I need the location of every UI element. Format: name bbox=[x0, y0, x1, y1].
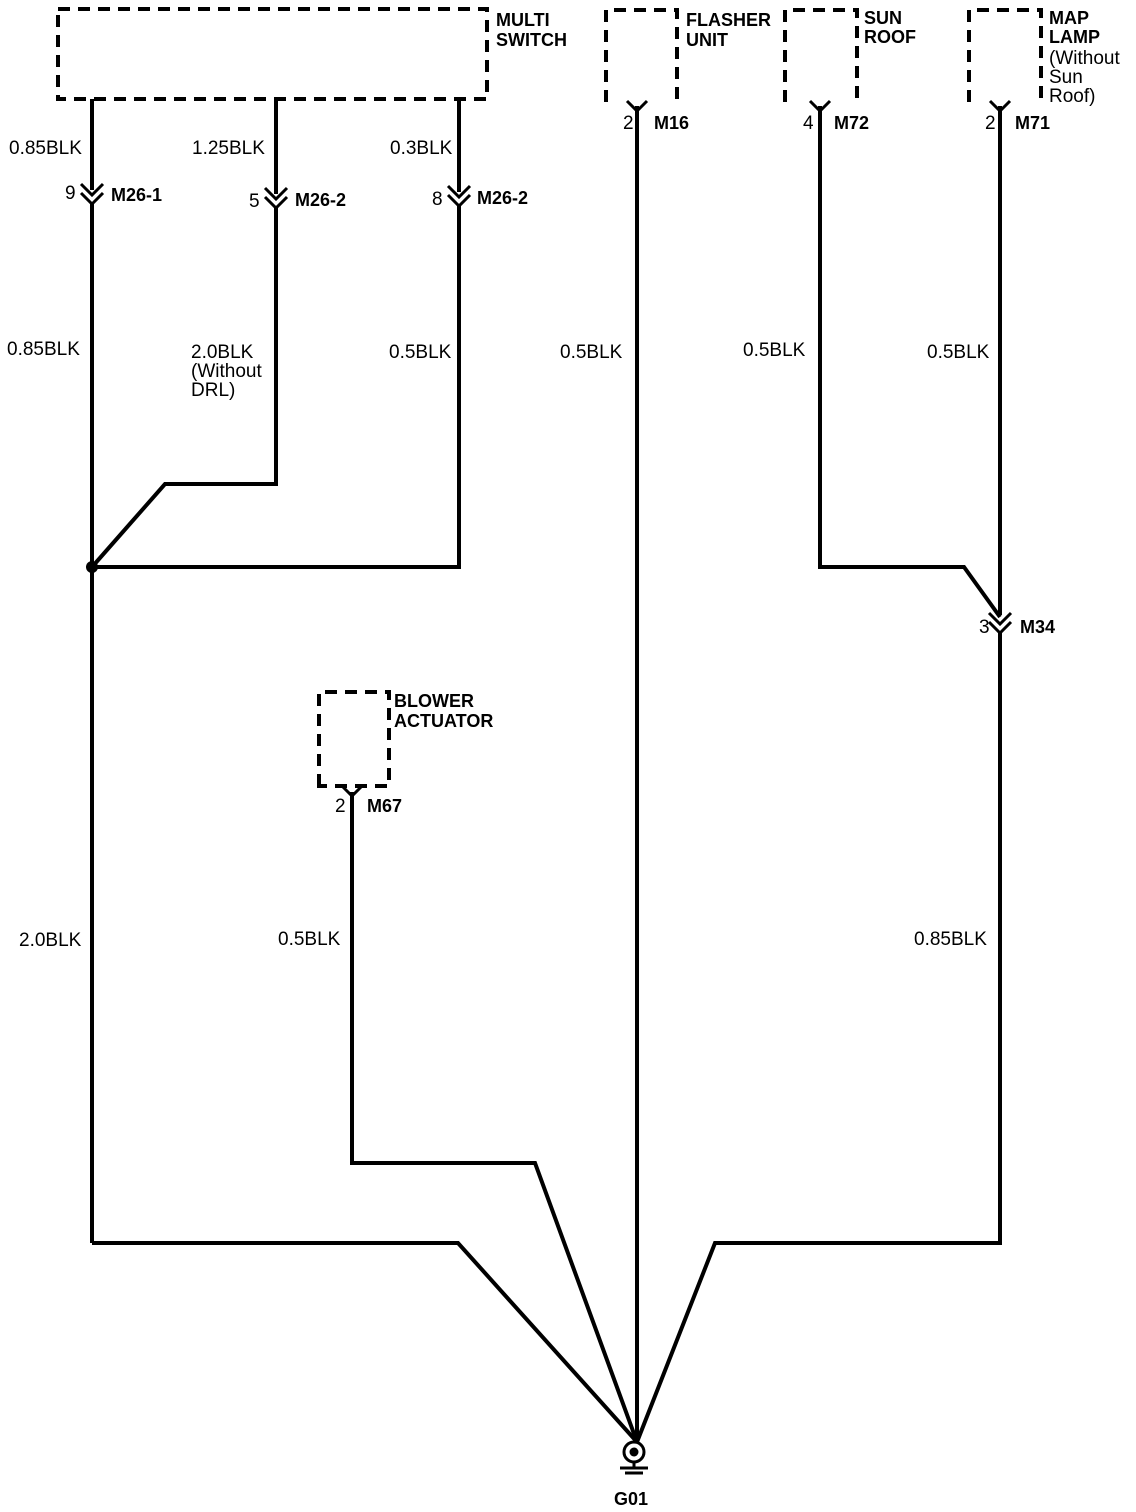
blower-actuator-box bbox=[317, 690, 391, 788]
m16-name: M16 bbox=[654, 113, 689, 133]
m26-2a-name: M26-2 bbox=[295, 190, 346, 210]
flasher-unit-label: FLASHER UNIT bbox=[686, 10, 776, 50]
map-lamp-label: MAP LAMP bbox=[1049, 8, 1100, 47]
sun-roof-label: SUN ROOF bbox=[864, 8, 916, 47]
connector-m26-2b-symbol bbox=[446, 184, 472, 209]
m67-name: M67 bbox=[367, 796, 402, 816]
wire-sunroof bbox=[818, 106, 1002, 619]
wire-label-w3-mid: 0.5BLK bbox=[389, 342, 452, 363]
m16-pin: 2 bbox=[623, 113, 634, 134]
connector-m26-1-symbol bbox=[79, 182, 105, 207]
m72-name: M72 bbox=[834, 113, 869, 133]
wire-label-w2-mid: 2.0BLK (Without DRL) bbox=[191, 342, 267, 401]
m26-1-name: M26-1 bbox=[111, 185, 162, 205]
wire-label-w2-top: 1.25BLK bbox=[192, 138, 265, 159]
m26-1-pin: 9 bbox=[65, 183, 76, 204]
m34-pin: 3 bbox=[979, 617, 990, 638]
m26-2a-pin: 5 bbox=[249, 191, 260, 212]
wire-m26-2b-lower bbox=[92, 206, 461, 569]
connector-m26-2a-symbol bbox=[263, 186, 289, 211]
m34-name: M34 bbox=[1020, 617, 1055, 637]
m72-pin: 4 bbox=[803, 113, 814, 134]
m71-pin: 2 bbox=[985, 113, 996, 134]
ground-label: G01 bbox=[614, 1489, 648, 1509]
wire-main-right bbox=[635, 632, 1002, 1443]
wire-m26-2a-lower bbox=[90, 208, 278, 569]
sun-roof-box bbox=[783, 8, 859, 102]
connector-m67-symbol bbox=[340, 784, 364, 799]
multi-switch-box bbox=[56, 7, 489, 101]
wire-label-maplamp: 0.5BLK bbox=[927, 342, 990, 363]
blower-actuator-label: BLOWER ACTUATOR bbox=[394, 691, 493, 731]
wire-label-main-left: 2.0BLK bbox=[19, 930, 82, 951]
wire-label-w3-top: 0.3BLK bbox=[390, 138, 453, 159]
wire-blower bbox=[350, 792, 639, 1443]
connector-m71-symbol bbox=[988, 99, 1012, 114]
flasher-unit-box bbox=[604, 8, 679, 102]
wire-label-blower: 0.5BLK bbox=[278, 929, 341, 950]
wire-label-flasher: 0.5BLK bbox=[560, 342, 623, 363]
connector-m72-symbol bbox=[808, 99, 832, 114]
wire-label-w1-mid: 0.85BLK bbox=[7, 339, 80, 360]
connector-m34-symbol bbox=[987, 611, 1013, 636]
map-lamp-box bbox=[967, 8, 1043, 102]
map-lamp-note: (Without Sun Roof) bbox=[1049, 48, 1125, 107]
wire-label-main-right: 0.85BLK bbox=[914, 929, 987, 950]
wire-label-w1-top: 0.85BLK bbox=[9, 138, 82, 159]
splice-point bbox=[86, 561, 98, 573]
m71-name: M71 bbox=[1015, 113, 1050, 133]
connector-m16-symbol bbox=[625, 99, 649, 114]
m26-2b-name: M26-2 bbox=[477, 188, 528, 208]
m26-2b-pin: 8 bbox=[432, 189, 443, 210]
wire-label-sunroof: 0.5BLK bbox=[743, 340, 806, 361]
ground-icon bbox=[620, 1440, 648, 1475]
wire-main-left bbox=[92, 1241, 639, 1444]
m67-pin: 2 bbox=[335, 796, 346, 817]
multi-switch-label: MULTI SWITCH bbox=[496, 10, 567, 50]
